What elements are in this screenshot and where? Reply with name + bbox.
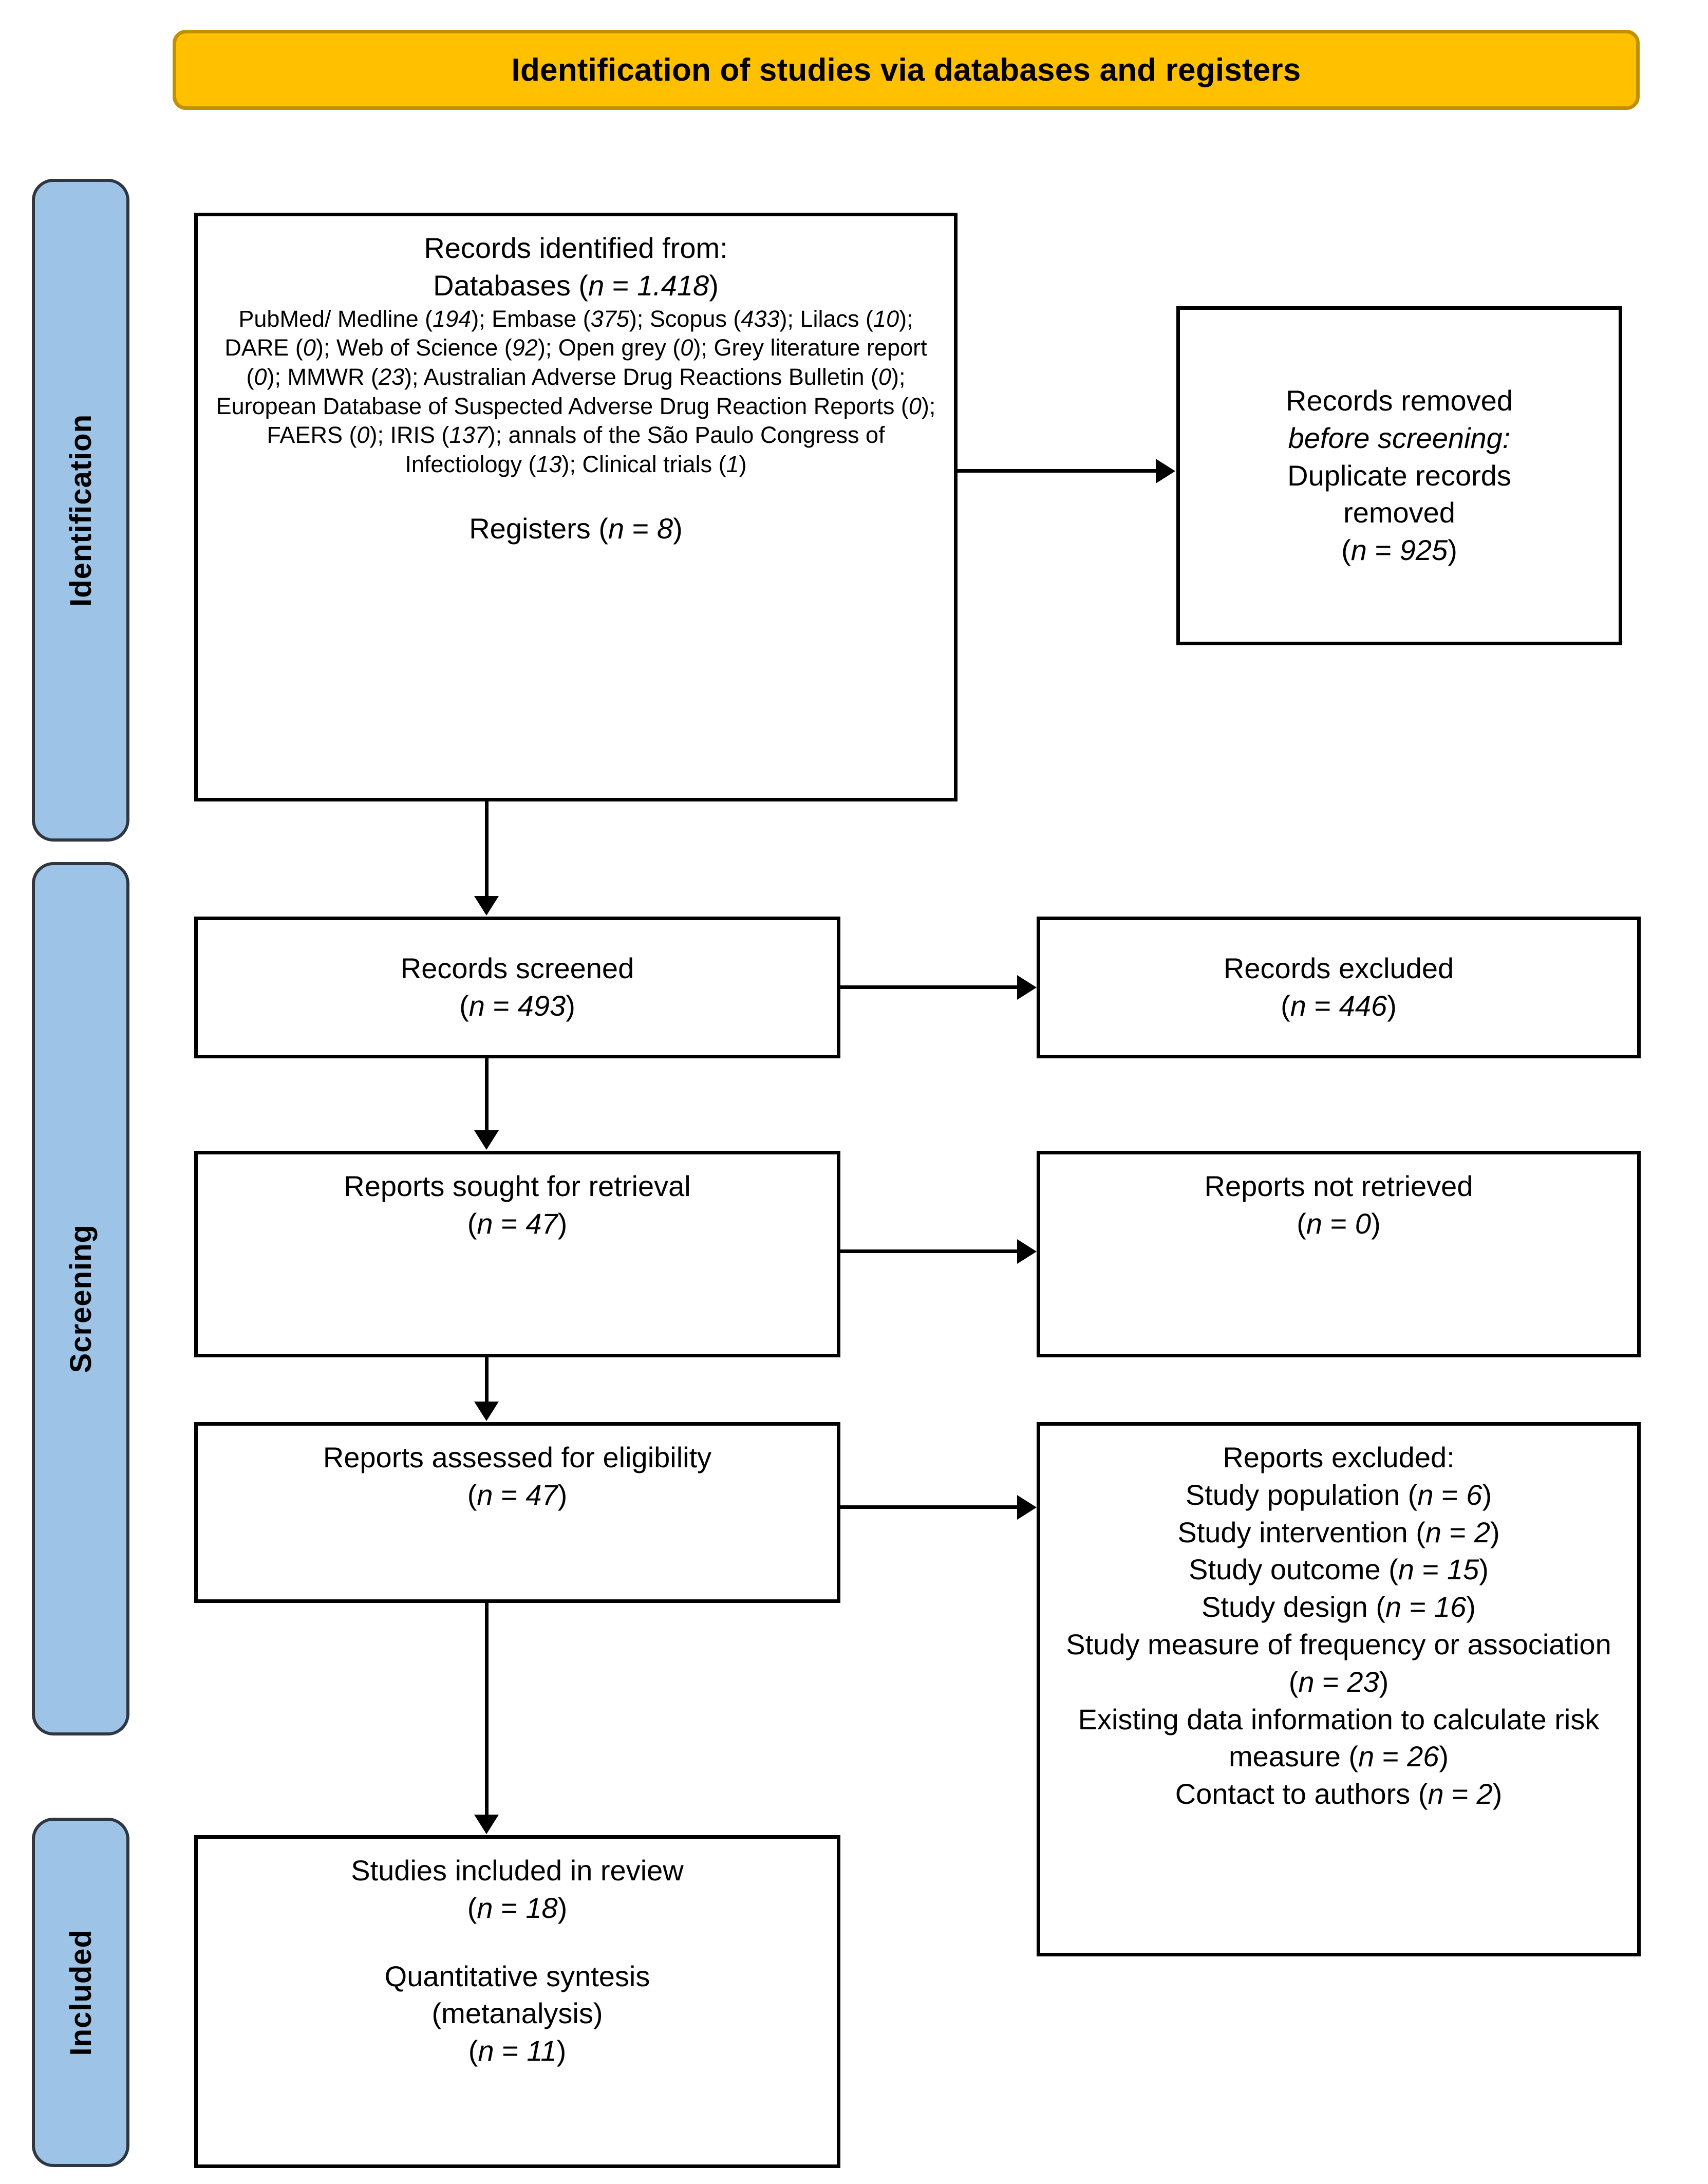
records-removed-line-2: before screening:: [1288, 421, 1511, 454]
arrowhead-sought-to-assessed: [474, 1402, 499, 1421]
quantitative-synthesis-label: Quantitative syntesis: [384, 1959, 650, 1992]
arrowhead-sought-to-not-retrieved: [1017, 1239, 1037, 1264]
metanalysis-count: (n = 11): [468, 2034, 567, 2067]
box-reports-excluded: Reports excluded: Study population (n = …: [1037, 1422, 1641, 1956]
connector-screened-to-sought: [485, 1058, 489, 1130]
stage-label-identification: Identification: [32, 179, 129, 842]
records-identified-sources: PubMed/ Medline (194); Embase (375); Sco…: [216, 305, 936, 478]
stage-label-screening-text: Screening: [64, 1224, 98, 1373]
connector-identified-to-screened: [485, 801, 489, 896]
records-removed-line-1: Records removed: [1286, 384, 1513, 417]
reports-assessed-label: Reports assessed for eligibility: [323, 1441, 712, 1473]
reports-excluded-reason: Existing data information to calculate r…: [1078, 1703, 1600, 1773]
connector-assessed-to-included: [485, 1603, 489, 1815]
records-identified-databases: Databases (n = 1.418): [433, 269, 719, 302]
reports-sought-label: Reports sought for retrieval: [344, 1170, 691, 1202]
box-reports-not-retrieved: Reports not retrieved (n = 0): [1037, 1151, 1641, 1357]
arrowhead-screened-to-sought: [474, 1130, 499, 1150]
box-reports-assessed: Reports assessed for eligibility (n = 47…: [194, 1422, 840, 1603]
records-removed-line-3: Duplicate records: [1287, 459, 1511, 492]
records-removed-line-4: removed: [1343, 496, 1455, 529]
records-excluded-label: Records excluded: [1223, 952, 1454, 985]
stage-label-included: Included: [32, 1818, 129, 2167]
box-studies-included: Studies included in review (n = 18) Quan…: [194, 1835, 840, 2168]
arrowhead-identified-to-screened: [474, 896, 499, 916]
reports-not-retrieved-label: Reports not retrieved: [1204, 1170, 1473, 1202]
diagram-title-banner: Identification of studies via databases …: [173, 30, 1640, 110]
studies-included-label: Studies included in review: [351, 1854, 684, 1887]
box-records-identified: Records identified from: Databases (n = …: [194, 213, 958, 801]
box-records-excluded: Records excluded (n = 446): [1037, 917, 1641, 1058]
diagram-title: Identification of studies via databases …: [511, 52, 1301, 88]
records-removed-count: (n = 925): [1341, 534, 1457, 567]
arrowhead-assessed-to-reports-excluded: [1017, 1495, 1037, 1520]
records-screened-label: Records screened: [400, 952, 634, 985]
reports-excluded-reason: Study outcome (n = 15): [1189, 1553, 1489, 1586]
reports-excluded-reason: Contact to authors (n = 2): [1175, 1778, 1503, 1810]
reports-not-retrieved-count: (n = 0): [1297, 1207, 1381, 1240]
arrowhead-screened-to-excluded: [1017, 975, 1037, 1000]
box-records-removed: Records removed before screening: Duplic…: [1176, 306, 1622, 645]
reports-assessed-count: (n = 47): [467, 1478, 568, 1511]
studies-included-count: (n = 18): [467, 1891, 568, 1924]
box-records-screened: Records screened (n = 493): [194, 917, 840, 1058]
reports-excluded-heading: Reports excluded:: [1223, 1441, 1455, 1473]
records-identified-heading: Records identified from:: [424, 232, 728, 264]
arrowhead-assessed-to-included: [474, 1815, 499, 1834]
connector-screened-to-excluded: [840, 985, 1017, 989]
metanalysis-label: (metanalysis): [431, 1997, 603, 2030]
records-screened-count: (n = 493): [459, 990, 575, 1022]
stage-label-screening: Screening: [32, 862, 129, 1735]
stage-label-identification-text: Identification: [64, 414, 98, 607]
stage-label-included-text: Included: [64, 1929, 98, 2056]
reports-excluded-reason: Study measure of frequency or associatio…: [1066, 1628, 1611, 1698]
connector-assessed-to-reports-excluded: [840, 1505, 1017, 1509]
connector-identified-to-removed: [958, 469, 1156, 473]
reports-excluded-reason: Study population (n = 6): [1185, 1478, 1492, 1511]
records-excluded-count: (n = 446): [1281, 990, 1397, 1022]
box-reports-sought: Reports sought for retrieval (n = 47): [194, 1151, 840, 1357]
arrowhead-identified-to-removed: [1156, 459, 1175, 483]
records-identified-registers: Registers (n = 8): [469, 512, 683, 545]
reports-sought-count: (n = 47): [467, 1207, 568, 1240]
connector-sought-to-not-retrieved: [840, 1249, 1017, 1253]
reports-excluded-reason: Study intervention (n = 2): [1177, 1516, 1500, 1548]
reports-excluded-reason: Study design (n = 16): [1202, 1591, 1476, 1623]
connector-sought-to-assessed: [485, 1357, 489, 1402]
